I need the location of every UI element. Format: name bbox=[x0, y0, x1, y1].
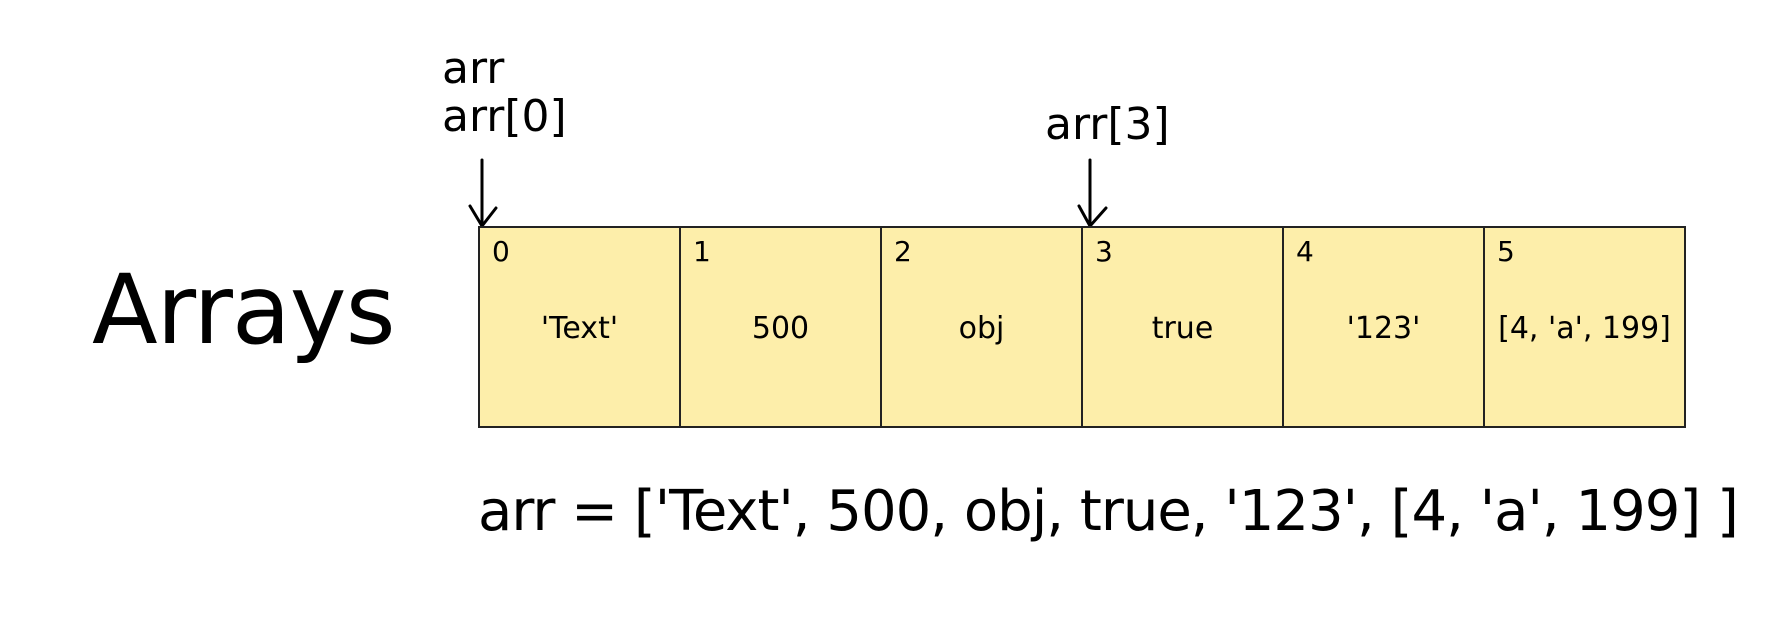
cell-value: true bbox=[1151, 311, 1214, 346]
array-cell-0: 0 'Text' bbox=[478, 226, 681, 428]
array-literal-code: arr = ['Text', 500, obj, true, '123', [4… bbox=[478, 479, 1739, 544]
array-cell-4: 4 '123' bbox=[1282, 226, 1485, 428]
diagram-title: Arrays bbox=[92, 254, 396, 366]
cell-index: 1 bbox=[693, 235, 711, 268]
array-cells: 0 'Text' 1 500 2 obj 3 true 4 '123' 5 [4… bbox=[478, 226, 1686, 430]
pointer-label-line: arr[3] bbox=[1045, 99, 1170, 150]
cell-index: 4 bbox=[1296, 235, 1314, 268]
cell-index: 2 bbox=[894, 235, 912, 268]
array-cell-3: 3 true bbox=[1081, 226, 1284, 428]
cell-value: obj bbox=[958, 311, 1005, 346]
pointer-label-arr-3: arr[3] bbox=[1045, 101, 1170, 149]
arrow-to-index-3 bbox=[1077, 158, 1108, 229]
pointer-label-line: arr bbox=[442, 43, 505, 94]
cell-value: 500 bbox=[751, 311, 810, 346]
cell-index: 3 bbox=[1095, 235, 1113, 268]
cell-index: 5 bbox=[1497, 235, 1515, 268]
array-cell-2: 2 obj bbox=[880, 226, 1083, 428]
cell-value: [4, 'a', 199] bbox=[1498, 311, 1671, 346]
arrow-to-index-0 bbox=[468, 158, 498, 229]
cell-index: 0 bbox=[492, 235, 510, 268]
cell-value: 'Text' bbox=[540, 311, 619, 346]
pointer-label-line: arr[0] bbox=[442, 91, 567, 142]
array-cell-1: 1 500 bbox=[679, 226, 882, 428]
array-cell-5: 5 [4, 'a', 199] bbox=[1483, 226, 1686, 428]
cell-value: '123' bbox=[1346, 311, 1421, 346]
pointer-label-arr-0: arr arr[0] bbox=[442, 45, 567, 141]
